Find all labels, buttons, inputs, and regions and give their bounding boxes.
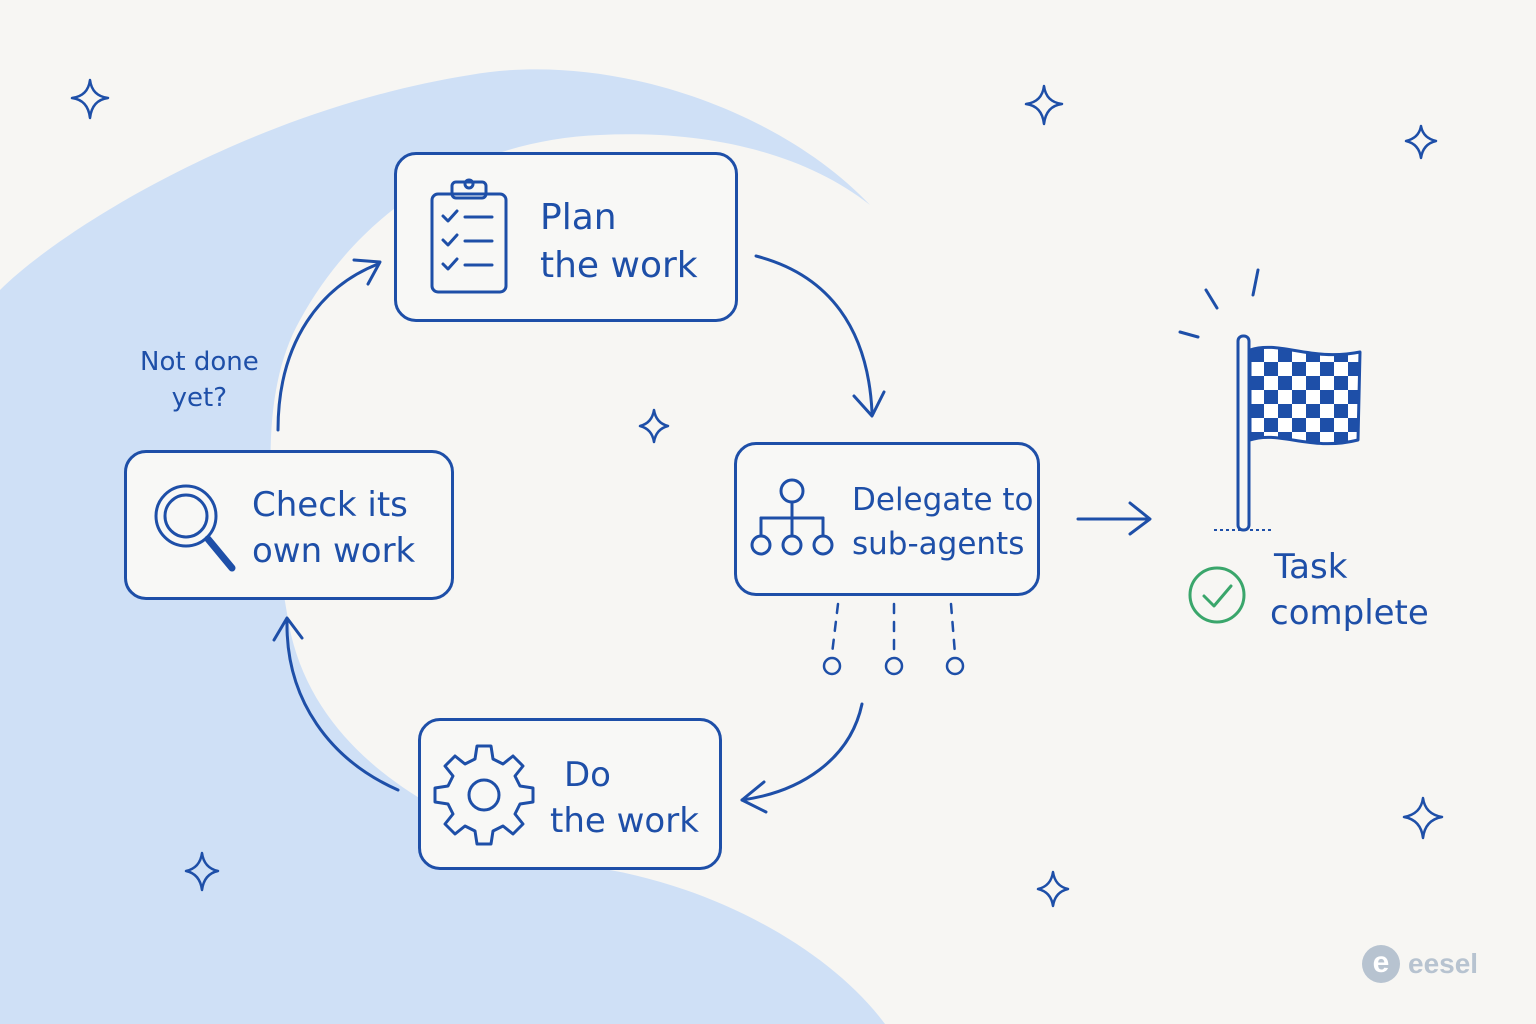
sparkle-icon [1024, 84, 1064, 126]
step-plan-line1: Plan [540, 197, 617, 238]
brand-logo: e eesel [1362, 944, 1478, 984]
step-delegate-line1: Delegate to [852, 482, 1034, 518]
step-do-line2: the work [550, 801, 699, 841]
sub-agent-node [945, 656, 965, 676]
step-check-line2: own work [252, 531, 416, 571]
sparkle-icon [638, 408, 670, 444]
arrow-check-to-plan [276, 262, 380, 432]
step-do-line1: Do [564, 755, 611, 795]
arrowhead-icon [272, 616, 304, 642]
sparkles [70, 78, 1444, 908]
sparkle-icon [184, 851, 220, 892]
step-do-label: Do the work [550, 752, 699, 844]
clipboard-checklist-icon [430, 178, 508, 294]
arrow-plan-to-delegate [754, 254, 874, 414]
background-wave [0, 69, 885, 1024]
sub-agent-node [822, 656, 842, 676]
loop-note-line1: Not done [140, 347, 259, 377]
step-delegate-label: Delegate to sub-agents [852, 478, 1034, 566]
magnifier-icon [154, 484, 236, 572]
step-check-box [124, 450, 454, 600]
sub-agent-connectors [822, 602, 965, 676]
step-check-line1: Check its [252, 485, 408, 525]
step-delegate-line2: sub-agents [852, 526, 1025, 562]
loop-note-line2: yet? [171, 383, 228, 413]
gear-icon [433, 744, 535, 846]
brand-mark-icon: e [1362, 945, 1400, 983]
cycle-arrows [272, 254, 1152, 814]
org-chart-icon [750, 478, 834, 556]
step-plan-label: Plan the work [540, 194, 698, 290]
step-check-label: Check its own work [252, 482, 415, 574]
arrowhead-icon [1128, 501, 1152, 536]
sparkle-icon [1404, 124, 1438, 160]
checkered-flag-icon [1178, 268, 1362, 532]
flag-shine-mark [1251, 268, 1260, 297]
completion-line2: complete [1270, 593, 1429, 633]
sparkle-icon [1036, 870, 1070, 908]
sparkle-icon [1402, 796, 1444, 840]
brand-name: eesel [1408, 948, 1479, 979]
loop-note: Not done yet? [140, 344, 259, 416]
arrowhead-icon [352, 258, 382, 286]
flag-shine-mark [1204, 288, 1219, 310]
arrowhead-icon [740, 780, 768, 814]
step-plan-box [394, 152, 738, 322]
completion-label: Task complete [1270, 544, 1429, 636]
step-plan-line2: the work [540, 245, 698, 286]
check-circle-icon [1188, 566, 1246, 624]
completion-line1: Task [1274, 547, 1348, 587]
sub-agent-node [884, 656, 904, 676]
arrowhead-icon [852, 390, 886, 418]
arrow-do-to-check [285, 620, 400, 792]
sparkle-icon [70, 78, 110, 120]
flag-shine-mark [1178, 330, 1200, 339]
arrow-delegate-to-do [740, 702, 864, 802]
